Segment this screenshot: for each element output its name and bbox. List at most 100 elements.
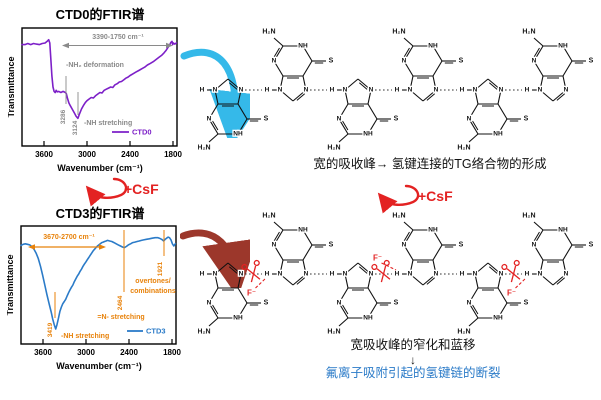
- arrowhead-left: [28, 244, 35, 250]
- x-tick-label: 1800: [163, 348, 181, 357]
- arrow-ctd3-to-chain: [180, 229, 250, 288]
- atom-label: N: [499, 271, 504, 278]
- amine-label: H₂N: [198, 329, 211, 336]
- amine-label: H₂N: [198, 145, 211, 152]
- legend-label-ctd3: CTD3: [146, 327, 166, 336]
- atom-label: N: [239, 271, 244, 278]
- atom-label: N: [343, 271, 348, 278]
- plot-title-ctd3: CTD3的FTIR谱: [55, 206, 145, 221]
- sulfur-label: S: [329, 58, 334, 65]
- atom-label: NH: [298, 43, 308, 50]
- atom-label: N: [538, 87, 543, 94]
- loop-arrow-icon: [377, 184, 420, 214]
- y-axis-label: Transmittance: [8, 56, 16, 117]
- atom-label: NH: [233, 315, 243, 322]
- atom-label: N: [467, 300, 472, 307]
- atom-label: N: [337, 300, 342, 307]
- atom-label: N: [207, 300, 212, 307]
- hbond-h-label: H: [330, 271, 335, 278]
- atom-label: NH: [558, 43, 568, 50]
- atom-label: NH: [493, 131, 503, 138]
- fluoride-label: F⁻: [247, 289, 256, 298]
- hbond-h-label: H: [525, 87, 530, 94]
- ann-nh2-deformation: -NH₂ deformation: [66, 62, 124, 69]
- x-axis-label: Wavenumber (cm⁻¹): [56, 361, 141, 371]
- atom-label: N: [499, 87, 504, 94]
- atom-label: N: [408, 87, 413, 94]
- thioguanine-molecule: N N N NH S H₂N H: [198, 262, 270, 337]
- fluoride-attack-line: [255, 277, 267, 289]
- sulfur-label: S: [264, 300, 269, 307]
- atom-label: NH: [558, 227, 568, 234]
- hbond-h-label: H: [460, 271, 465, 278]
- sulfur-label: S: [329, 242, 334, 249]
- ann-overtones-2: combinations: [130, 288, 176, 295]
- atom-label: N: [304, 87, 309, 94]
- atom-label: N: [434, 87, 439, 94]
- atom-label: N: [337, 116, 342, 123]
- hbond-h-label: H: [200, 271, 205, 278]
- peak-label-1921: 1921: [157, 261, 164, 276]
- atom-label: N: [473, 271, 478, 278]
- arrowhead-right: [166, 42, 173, 49]
- atom-label: N: [304, 271, 309, 278]
- loop-arrow-icon: [85, 177, 128, 207]
- sulfur-label: S: [589, 58, 594, 65]
- atom-label: N: [213, 271, 218, 278]
- peak-label-3124: 3124: [72, 120, 79, 135]
- atom-label: N: [473, 87, 478, 94]
- peak-label-3419: 3419: [47, 322, 54, 337]
- sulfur-label: S: [524, 116, 529, 123]
- fluoride-attack-line: [515, 277, 527, 289]
- amine-label: H₂N: [522, 29, 535, 36]
- ann-nh-stretching: -NH stretching: [61, 333, 109, 340]
- ftir-plot-ctd0: Transmittance 3390-1750 cm⁻¹ -NH₂ deform…: [8, 27, 182, 173]
- peak-label-2464: 2464: [117, 295, 124, 310]
- ann-n-stretching: =N- stretching: [97, 314, 144, 321]
- atom-label: N: [272, 242, 277, 249]
- sulfur-label: S: [394, 300, 399, 307]
- atom-label: NH: [298, 227, 308, 234]
- amine-label: H₂N: [262, 29, 275, 36]
- ftir-plot-ctd3: Transmittance 3670-2700 cm⁻¹ 3419 -NH st…: [7, 225, 181, 371]
- caption-cleavage: 氟离子吸附引起的氢键链的断裂: [325, 365, 501, 380]
- down-arrow-icon: ↓: [410, 352, 416, 367]
- x-tick-label: 3000: [78, 150, 96, 159]
- amine-label: H₂N: [392, 213, 405, 220]
- band-range-label: 3670-2700 cm⁻¹: [43, 234, 95, 241]
- atom-label: N: [239, 87, 244, 94]
- x-axis-label: Wavenumber (cm⁻¹): [57, 163, 142, 173]
- ann-overtones-1: overtones/: [135, 278, 170, 285]
- curve-group-ctd3: [20, 236, 177, 330]
- band-range-label: 3390-1750 cm⁻¹: [92, 34, 144, 41]
- hbond-h-label: H: [395, 87, 400, 94]
- atom-label: NH: [428, 43, 438, 50]
- hbond-h-label: H: [525, 271, 530, 278]
- caption-bottom-block: 宽吸收峰的窄化和蓝移 ↓ 氟离子吸附引起的氢键链的断裂: [253, 338, 573, 381]
- atom-label: N: [532, 58, 537, 65]
- bond-cleavage: F⁻: [501, 259, 527, 298]
- atom-label: N: [369, 87, 374, 94]
- amine-label: H₂N: [457, 145, 470, 152]
- amine-label: H₂N: [327, 145, 340, 152]
- csf-label-left: +CsF: [124, 181, 159, 197]
- csf-loop-left: [85, 177, 128, 207]
- atom-label: N: [369, 271, 374, 278]
- amine-label: H₂N: [262, 213, 275, 220]
- fluoride-attack-line: [381, 262, 397, 271]
- arrowhead-right: [99, 244, 106, 250]
- y-axis-label: Transmittance: [7, 254, 15, 315]
- fluoride-label: F⁻: [373, 254, 382, 263]
- ann-nh-stretching: -NH stretching: [84, 120, 132, 127]
- caption-narrowing: 宽吸收峰的窄化和蓝移: [350, 338, 476, 352]
- plot-frame: [21, 27, 178, 147]
- bond-cleavage: F⁻: [241, 259, 267, 298]
